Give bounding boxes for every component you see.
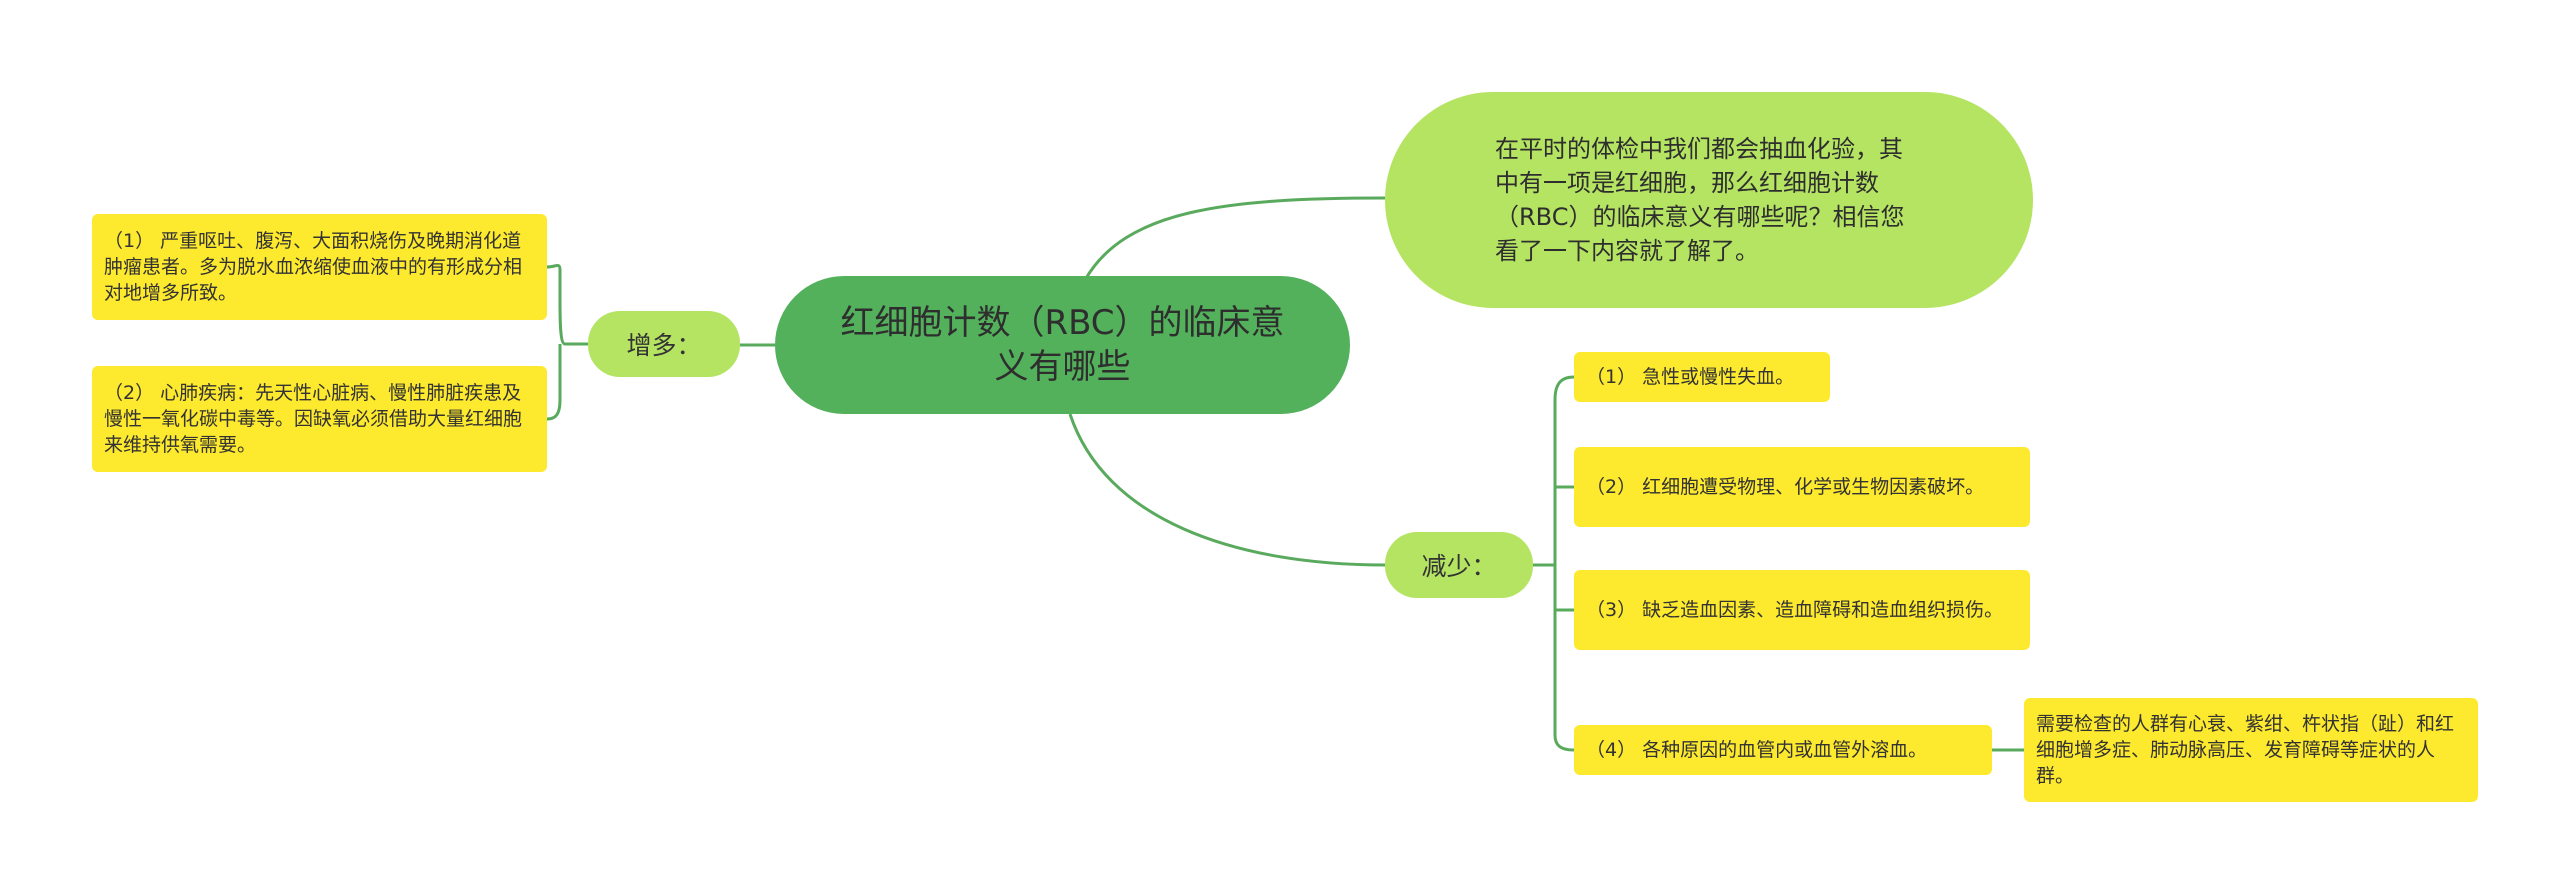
decrease-item-1[interactable]: （1） 急性或慢性失血。	[1574, 352, 1830, 402]
decrease-item-3-text: （3） 缺乏造血因素、造血障碍和造血组织损伤。	[1586, 599, 2004, 621]
branch-decrease-label: 减少：	[1421, 552, 1497, 581]
decrease-item-4-text: （4） 各种原因的血管内或血管外溶血。	[1586, 739, 1928, 761]
decrease-item-1-text: （1） 急性或慢性失血。	[1586, 366, 1795, 388]
central-topic[interactable]: 红细胞计数（RBC）的临床意义有哪些	[775, 276, 1350, 414]
decrease-item-2-text: （2） 红细胞遭受物理、化学或生物因素破坏。	[1586, 476, 1985, 498]
decrease-note-text: 需要检查的人群有心衰、紫绀、杵状指（趾）和红细胞增多症、肺动脉高压、发育障碍等症…	[2036, 713, 2455, 787]
intro-node[interactable]: 在平时的体检中我们都会抽血化验，其中有一项是红细胞，那么红细胞计数（RBC）的临…	[1385, 92, 2033, 308]
branch-decrease[interactable]: 减少：	[1385, 532, 1533, 598]
link-central-decrease	[1068, 413, 1386, 567]
branch-increase[interactable]: 增多：	[588, 311, 740, 377]
link-central-intro	[1083, 196, 1386, 281]
link-decrease-items	[1533, 375, 1575, 752]
increase-item-1[interactable]: （1） 严重呕吐、腹泻、大面积烧伤及晚期消化道肿瘤患者。多为脱水血浓缩使血液中的…	[92, 214, 547, 320]
decrease-note[interactable]: 需要检查的人群有心衰、紫绀、杵状指（趾）和红细胞增多症、肺动脉高压、发育障碍等症…	[2024, 698, 2478, 802]
central-topic-text: 红细胞计数（RBC）的临床意义有哪些	[840, 303, 1285, 387]
decrease-item-4[interactable]: （4） 各种原因的血管内或血管外溶血。	[1574, 725, 1992, 775]
increase-item-2-text: （2） 心肺疾病：先天性心脏病、慢性肺脏疾患及慢性一氧化碳中毒等。因缺氧必须借助…	[104, 382, 523, 456]
decrease-item-3[interactable]: （3） 缺乏造血因素、造血障碍和造血组织损伤。	[1574, 570, 2030, 650]
increase-item-1-text: （1） 严重呕吐、腹泻、大面积烧伤及晚期消化道肿瘤患者。多为脱水血浓缩使血液中的…	[104, 230, 523, 304]
branch-increase-label: 增多：	[626, 331, 702, 360]
increase-item-2[interactable]: （2） 心肺疾病：先天性心脏病、慢性肺脏疾患及慢性一氧化碳中毒等。因缺氧必须借助…	[92, 366, 547, 472]
intro-text: 在平时的体检中我们都会抽血化验，其中有一项是红细胞，那么红细胞计数（RBC）的临…	[1495, 135, 1905, 265]
decrease-item-2[interactable]: （2） 红细胞遭受物理、化学或生物因素破坏。	[1574, 447, 2030, 527]
link-increase-items	[546, 264, 588, 421]
